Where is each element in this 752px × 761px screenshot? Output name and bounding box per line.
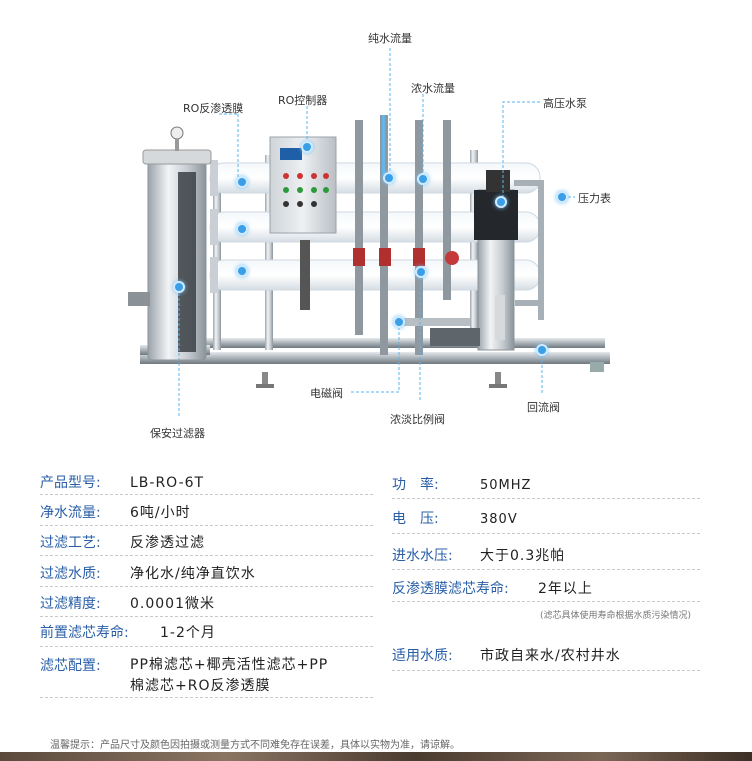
spec-label: 进水水压: (392, 548, 453, 564)
callout-dot-pressure-gauge[interactable] (556, 191, 568, 203)
spec-value: 1-2个月 (160, 625, 216, 641)
spec-value-line2: 棉滤芯+RO反渗透膜 (130, 678, 271, 694)
bottom-photo-strip (0, 752, 752, 761)
spec-value: 0.0001微米 (130, 596, 215, 612)
spec-label: 净水流量: (40, 505, 101, 521)
spec-label: 功 率: (392, 477, 439, 493)
label-concentrate-flow: 浓水流量 (411, 82, 455, 95)
callout-dot-high-pressure-pump[interactable] (495, 196, 507, 208)
spec-label: 反渗透膜滤芯寿命: (392, 581, 509, 597)
callout-dot-ro-controller[interactable] (301, 141, 313, 153)
spec-row-voltage: 电 压: 380V (392, 508, 518, 528)
spec-label: 适用水质: (392, 648, 453, 664)
spec-label: 前置滤芯寿命: (40, 625, 129, 641)
label-safety-filter: 保安过滤器 (150, 427, 205, 440)
callout-leader-lines (178, 48, 575, 418)
spec-value: 净化水/纯净直饮水 (130, 566, 256, 582)
spec-value: 大于0.3兆帕 (480, 548, 566, 564)
spec-value-line1: PP棉滤芯+椰壳活性滤芯+PP (130, 657, 329, 673)
spec-row-flow: 净水流量: 6吨/小时 (40, 502, 191, 522)
spec-row-filter-config: 滤芯配置: PP棉滤芯+椰壳活性滤芯+PP 棉滤芯+RO反渗透膜 (40, 655, 328, 697)
spec-row-prefilter-life: 前置滤芯寿命: 1-2个月 (40, 622, 216, 642)
label-pressure-gauge: 压力表 (578, 192, 611, 205)
spec-row-precision: 过滤精度: 0.0001微米 (40, 593, 215, 613)
spec-row-membrane-life: 反渗透膜滤芯寿命: 2年以上 (392, 578, 593, 598)
spec-value: 50MHZ (480, 478, 532, 493)
spec-label: 电 压: (392, 511, 439, 527)
callout-dot-ro-membrane-2[interactable] (236, 223, 248, 235)
spec-row-inlet-pressure: 进水水压: 大于0.3兆帕 (392, 545, 565, 565)
spec-value: 市政自来水/农村井水 (480, 648, 621, 664)
label-high-pressure-pump: 高压水泵 (543, 97, 587, 110)
callout-dot-pure-water-flow[interactable] (383, 172, 395, 184)
label-solenoid-valve: 电磁阀 (310, 387, 343, 400)
spec-value: LB-RO-6T (130, 475, 205, 491)
label-return-valve: 回流阀 (527, 401, 560, 414)
label-pure-water-flow: 纯水流量 (368, 32, 412, 45)
frame-rail (195, 338, 605, 348)
spec-label: 过滤水质: (40, 566, 101, 582)
callout-dot-ro-membrane-1[interactable] (236, 176, 248, 188)
callout-dot-ratio-valve[interactable] (415, 266, 427, 278)
spec-row-model: 产品型号: LB-RO-6T (40, 472, 204, 492)
spec-label: 过滤工艺: (40, 535, 101, 551)
spec-value: 6吨/小时 (130, 505, 191, 521)
callout-dot-return-valve[interactable] (536, 344, 548, 356)
spec-row-process: 过滤工艺: 反渗透过滤 (40, 532, 205, 552)
label-ro-membrane: RO反渗透膜 (183, 102, 244, 115)
product-diagram: 纯水流量 浓水流量 高压水泵 RO控制器 RO反渗透膜 压力表 电磁阀 浓淡比例… (128, 32, 611, 440)
label-ro-controller: RO控制器 (278, 94, 328, 107)
callout-dot-concentrate-flow[interactable] (417, 173, 429, 185)
label-ratio-valve: 浓淡比例阀 (390, 413, 445, 426)
spec-row-water-quality: 过滤水质: 净化水/纯净直饮水 (40, 563, 256, 583)
callout-dot-safety-filter[interactable] (173, 281, 185, 293)
spec-value: 反渗透过滤 (130, 535, 205, 551)
ro-machine-illustration (128, 115, 610, 388)
callout-dot-solenoid-valve[interactable] (393, 316, 405, 328)
spec-row-power: 功 率: 50MHZ (392, 474, 531, 494)
spec-value: 2年以上 (538, 581, 593, 597)
spec-label: 滤芯配置: (40, 658, 101, 674)
disclaimer-text: 温馨提示：产品尺寸及颜色因拍摄或测量方式不同难免存在误差，具体以实物为准，请谅解… (50, 740, 460, 751)
spec-value: 380V (480, 512, 518, 527)
spec-label: 过滤精度: (40, 596, 101, 612)
callout-dot-ro-membrane-3[interactable] (236, 265, 248, 277)
membrane-life-note: (滤芯具体使用寿命根据水质污染情况) (540, 611, 692, 621)
spec-row-applicable-water: 适用水质: 市政自来水/农村井水 (392, 645, 621, 665)
spec-label: 产品型号: (40, 475, 101, 491)
frame-base (140, 352, 610, 364)
